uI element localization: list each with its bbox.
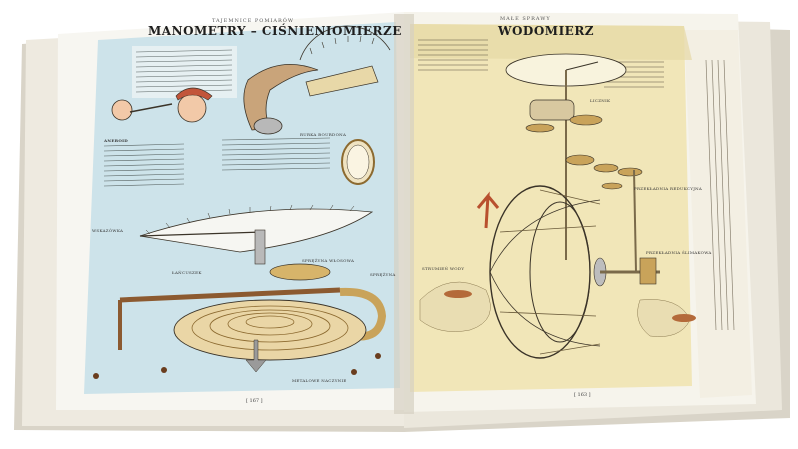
label-strumien-wody: STRUMIEŃ WODY: [422, 266, 465, 271]
gear-train: [525, 114, 643, 190]
gutter-shadow: [394, 14, 414, 414]
person-face: [177, 93, 207, 123]
needle: [139, 231, 263, 237]
right-running-head: MAŁE SPRAWY: [500, 16, 551, 22]
right-page-title: WODOMIERZ: [498, 24, 595, 38]
counter-barrel: [529, 99, 575, 121]
flow-arrow: [476, 191, 500, 229]
label-lancuszek: ŁAŃCUSZEK: [172, 270, 202, 275]
aneroid-text: [103, 137, 331, 187]
bourdon-tube: [243, 64, 319, 131]
hair-spring: [269, 263, 331, 281]
margin-text-lines: [705, 59, 735, 331]
pressure-arrow: [245, 339, 267, 373]
left-running-head: TAJEMNICE POMIARÓW: [212, 18, 295, 24]
water-pool: [419, 281, 491, 332]
tiny-figures: [93, 353, 381, 379]
label-sprezyna-wlosowa: SPRĘŻYNA WŁOSOWA: [302, 258, 355, 263]
left-page-number: [ 167 ]: [246, 398, 263, 404]
left-panel: [84, 22, 400, 394]
label-przekladnia-redukcyjna: PRZEKŁADNIA REDUKCYJNA: [634, 186, 703, 191]
lever-arm: [119, 287, 341, 303]
label-przekladnia-slimakowa: PRZEKŁADNIA ŚLIMAKOWA: [646, 250, 712, 255]
aneroid-capsule: [173, 299, 367, 361]
worm-gear: [639, 257, 657, 285]
label-wskazowka: WSKAZÓWKA: [92, 228, 124, 233]
right-page-number: [ 163 ]: [574, 392, 591, 398]
scale-arc: [299, 25, 391, 61]
label-licznik: LICZNIK: [590, 98, 611, 103]
label-sprezyna: SPRĘŻYNA: [370, 272, 396, 277]
label-metalowe-naczynie: METALOWE NACZYNIE: [292, 378, 347, 383]
person-face-small: [111, 99, 133, 121]
aneroid-heading: ANEROID: [104, 138, 129, 143]
label-rurka-bourdona: RURKA BOURDONA: [300, 132, 347, 137]
left-page-title: MANOMETRY – CIŚNIENIOMIERZE: [148, 24, 402, 38]
brass-spring: [339, 287, 387, 341]
